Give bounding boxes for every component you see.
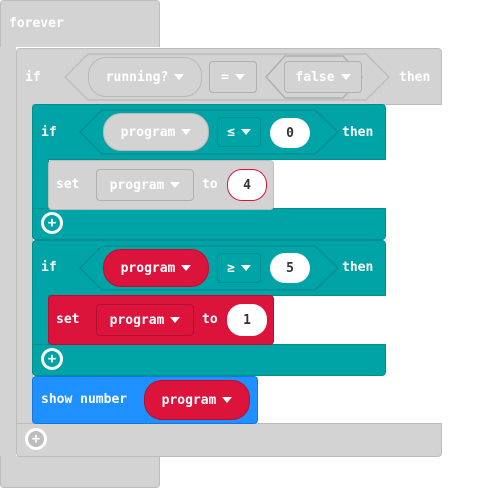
dropdown-arrow-icon xyxy=(240,129,251,135)
then-label: then xyxy=(342,260,374,275)
false-dropdown[interactable]: false xyxy=(284,61,362,93)
forever-label: forever xyxy=(9,16,64,31)
dropdown-arrow-icon xyxy=(222,397,233,403)
dropdown-arrow-icon xyxy=(170,182,181,188)
dropdown-arrow-icon xyxy=(174,74,185,80)
show-number-label: show number xyxy=(41,392,128,407)
if-label: if xyxy=(41,260,57,275)
four-number-input[interactable]: 4 xyxy=(227,169,267,201)
dropdown-arrow-icon xyxy=(340,74,351,80)
program-variable-dropdown[interactable]: program xyxy=(103,249,209,287)
ge-operator-label: ≥ xyxy=(227,260,235,276)
if-program-le-footer xyxy=(32,208,386,240)
forever-header xyxy=(0,0,160,47)
running-variable-dropdown[interactable]: running? xyxy=(88,57,202,97)
program-variable-dropdown[interactable]: program xyxy=(144,380,250,420)
dropdown-arrow-icon xyxy=(240,265,251,271)
five-value: 5 xyxy=(286,260,294,276)
program-variable-dropdown[interactable]: program xyxy=(103,113,209,151)
ge-operator-dropdown[interactable]: ≥ xyxy=(217,253,261,283)
running-variable-label: running? xyxy=(105,69,169,85)
program-variable-label: program xyxy=(161,392,217,408)
if-program-ge-footer xyxy=(32,344,386,376)
dropdown-arrow-icon xyxy=(170,317,181,323)
equals-operator-label: = xyxy=(221,69,229,85)
plus-icon[interactable]: + xyxy=(41,348,63,370)
dropdown-arrow-icon xyxy=(181,129,192,135)
set-label: set xyxy=(56,312,80,327)
le-operator-label: ≤ xyxy=(227,124,235,140)
dropdown-arrow-icon xyxy=(234,74,245,80)
one-number-input[interactable]: 1 xyxy=(227,304,267,336)
plus-icon[interactable]: + xyxy=(41,212,63,234)
if-running-footer xyxy=(16,423,442,457)
equals-operator-dropdown[interactable]: = xyxy=(209,61,257,93)
then-label: then xyxy=(342,125,374,140)
one-value: 1 xyxy=(243,312,251,328)
program-variable-label: program xyxy=(109,177,165,193)
five-number-input[interactable]: 5 xyxy=(270,253,310,283)
program-variable-label: program xyxy=(109,312,165,328)
program-variable-dropdown[interactable]: program xyxy=(96,169,194,201)
if-label: if xyxy=(41,125,57,140)
to-label: to xyxy=(202,177,218,192)
to-label: to xyxy=(202,312,218,327)
if-program-le-spine xyxy=(32,159,49,209)
program-variable-label: program xyxy=(120,124,176,140)
dropdown-arrow-icon xyxy=(181,265,192,271)
forever-footer xyxy=(0,456,160,488)
program-variable-label: program xyxy=(120,260,176,276)
zero-value: 0 xyxy=(286,125,294,141)
program-variable-dropdown[interactable]: program xyxy=(96,304,194,336)
plus-icon[interactable]: + xyxy=(25,428,47,450)
zero-number-input[interactable]: 0 xyxy=(270,118,310,148)
then-label: then xyxy=(399,70,431,85)
four-value: 4 xyxy=(243,177,251,193)
set-label: set xyxy=(56,177,80,192)
if-running-spine xyxy=(16,104,33,424)
if-label: if xyxy=(25,70,41,85)
if-program-ge-spine xyxy=(32,295,49,345)
false-label: false xyxy=(295,69,335,85)
le-operator-dropdown[interactable]: ≤ xyxy=(217,117,261,147)
